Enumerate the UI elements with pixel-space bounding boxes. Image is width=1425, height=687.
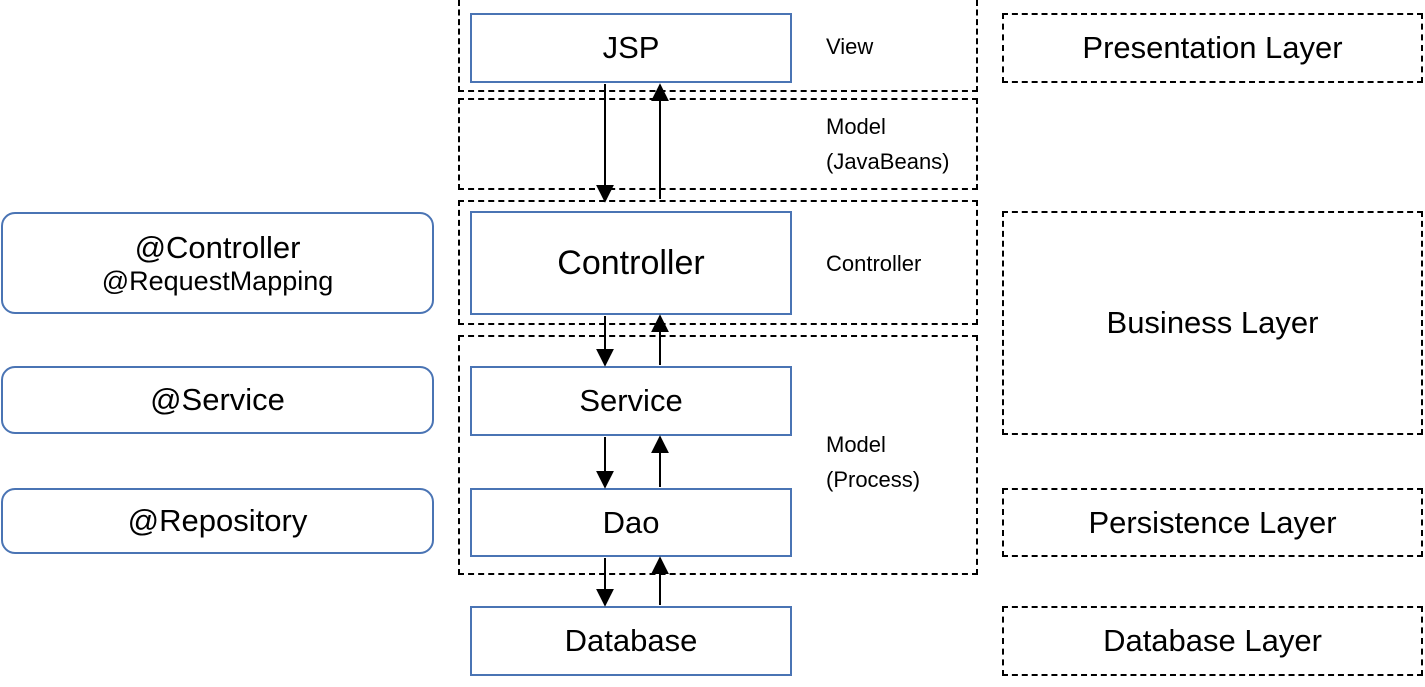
- model-process-label: Model (Process): [826, 427, 920, 497]
- controller-box: Controller: [470, 211, 792, 315]
- repository-annotation-box: @Repository: [1, 488, 434, 554]
- model-process-label-line2: (Process): [826, 467, 921, 492]
- persistence-layer-box: Persistence Layer: [1002, 488, 1423, 557]
- business-layer-label: Business Layer: [1106, 305, 1319, 340]
- controller-mvc-label: Controller: [826, 251, 922, 276]
- controller-group-frame: [458, 200, 978, 325]
- service-annotation-label: @Service: [150, 382, 285, 417]
- request-mapping-annotation-label: @RequestMapping: [101, 265, 334, 296]
- controller-label: Controller: [557, 243, 705, 282]
- model-process-group-frame: [458, 335, 978, 575]
- database-box: Database: [470, 606, 792, 676]
- jsp-box: JSP: [470, 13, 792, 83]
- dao-box: Dao: [470, 488, 792, 557]
- repository-annotation-label: @Repository: [127, 503, 308, 538]
- persistence-layer-label: Persistence Layer: [1088, 504, 1337, 540]
- jsp-label: JSP: [602, 30, 660, 65]
- business-layer-box: Business Layer: [1002, 211, 1423, 435]
- view-label: View: [826, 34, 874, 59]
- database-label: Database: [564, 623, 698, 658]
- model-javabeans-group-frame: [458, 98, 978, 190]
- model-javabeans-label-line2: (JavaBeans): [826, 149, 950, 174]
- database-layer-box: Database Layer: [1002, 606, 1423, 676]
- service-label: Service: [579, 383, 683, 418]
- controller-annotation-label: @Controller: [134, 229, 301, 265]
- controller-annotation-box: @Controller @RequestMapping: [1, 212, 434, 314]
- model-process-label-line1: Model: [826, 432, 886, 457]
- presentation-layer-label: Presentation Layer: [1082, 30, 1343, 65]
- model-javabeans-label: Model (JavaBeans): [826, 109, 950, 179]
- model-javabeans-label-line1: Model: [826, 114, 886, 139]
- service-box: Service: [470, 366, 792, 436]
- dao-label: Dao: [602, 504, 660, 540]
- view-group-frame: [458, 0, 978, 92]
- database-layer-label: Database Layer: [1103, 623, 1322, 658]
- service-annotation-box: @Service: [1, 366, 434, 434]
- presentation-layer-box: Presentation Layer: [1002, 13, 1423, 83]
